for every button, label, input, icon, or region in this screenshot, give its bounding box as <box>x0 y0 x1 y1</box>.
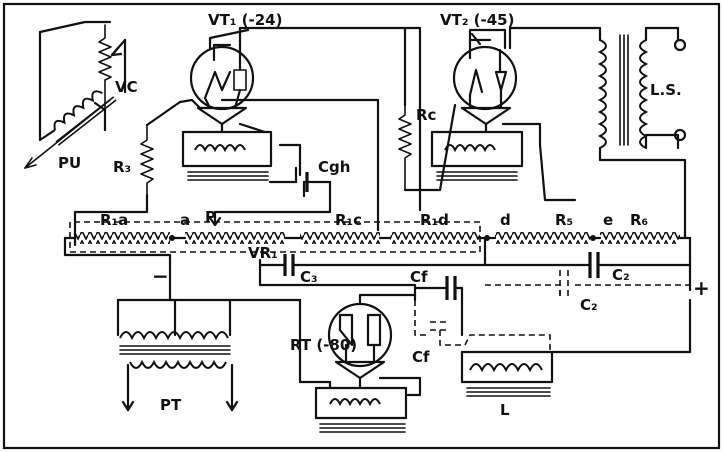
label-rc: Rc <box>416 106 436 124</box>
label-cf-top: Cf <box>410 268 428 286</box>
label-c2: C₂ <box>612 266 630 284</box>
resistor-rc <box>398 26 577 202</box>
label-r1a: R₁a <box>100 211 128 229</box>
label-r1c: R₁c <box>335 211 362 229</box>
label-minus: − <box>152 264 169 288</box>
label-pu: PU <box>58 154 81 172</box>
resistor-chain <box>63 232 692 302</box>
valve-rt <box>298 293 422 433</box>
label-rt: RT (-80) <box>290 336 357 354</box>
label-r6: R₆ <box>630 211 648 229</box>
label-pt: PT <box>160 396 182 414</box>
choke-l <box>460 298 692 397</box>
power-transformer-pt <box>116 298 302 412</box>
capacitor-c2 <box>485 236 692 300</box>
valve-vt1 <box>178 26 422 212</box>
vr1-dashed-outline <box>69 221 481 253</box>
resistor-r3 <box>73 100 182 247</box>
valve-vt2 <box>430 28 542 181</box>
label-r5: R₅ <box>555 211 573 229</box>
capacitor-c3 <box>258 236 592 302</box>
output-transformer <box>508 26 687 240</box>
wire-vt1-grid <box>220 98 380 232</box>
label-c3: C₃ <box>300 268 318 286</box>
capacitor-cf <box>413 276 465 346</box>
label-vt2: VT₂ (-45) <box>440 11 514 29</box>
label-vc: VC <box>115 78 138 96</box>
label-a: a <box>180 211 190 229</box>
label-cf-bottom: Cf <box>412 348 430 366</box>
label-c2-dashed: C₂ <box>580 296 598 314</box>
label-cgh: Cgh <box>318 158 350 176</box>
label-d: d <box>500 211 511 229</box>
label-r3: R₃ <box>113 158 131 176</box>
label-vr1: VR₁ <box>248 244 278 262</box>
label-l: L <box>500 401 510 419</box>
capacitor-cgh <box>208 143 332 227</box>
label-p: P <box>205 208 216 226</box>
label-e: e <box>603 211 613 229</box>
label-r1d: R₁d <box>420 211 449 229</box>
label-plus: + <box>693 276 710 300</box>
label-ls: L.S. <box>650 81 682 99</box>
label-vt1: VT₁ (-24) <box>208 11 282 29</box>
pickup-volume-control <box>24 20 127 169</box>
